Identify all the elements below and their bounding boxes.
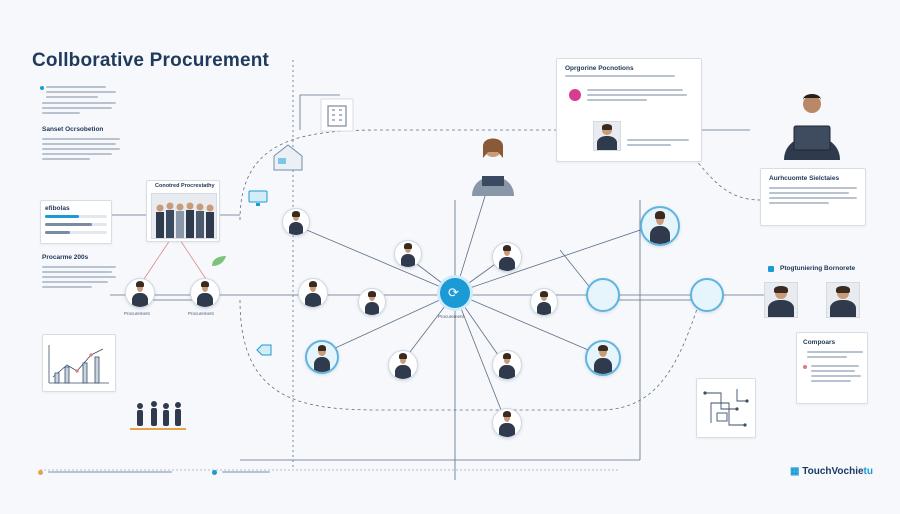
- person-node-11[interactable]: [492, 408, 522, 438]
- right-person-photo-a: [764, 282, 798, 318]
- wire-hub-9: [454, 224, 656, 294]
- page-title: Collborative Procurement: [32, 50, 270, 71]
- wire-hub-10: [454, 292, 506, 421]
- progress-card: efibolas: [40, 200, 112, 244]
- wire-hub-8: [294, 224, 456, 294]
- team-card-title: Conotred Procrestathy: [155, 183, 215, 189]
- square-bullet-icon: [768, 266, 774, 272]
- person-node-2[interactable]: [298, 278, 328, 308]
- speaker-photo: [468, 134, 518, 196]
- right-card-3-list: [811, 365, 861, 385]
- section-title-2: Procarme 200s: [42, 254, 89, 261]
- connector-node-a[interactable]: [586, 278, 620, 312]
- wire-accent-1: [139, 239, 171, 286]
- person-node-1[interactable]: [282, 208, 310, 236]
- member-photo: [593, 121, 621, 151]
- section-paragraph-2: [42, 266, 116, 291]
- house-icon: [273, 144, 303, 171]
- wire-hub-5: [319, 292, 456, 356]
- brand-logo: ▦ TouchVochietu: [790, 466, 873, 477]
- wire-accent-2: [179, 239, 211, 286]
- legend-text-1: [48, 471, 172, 476]
- right-card-3-title: Compoars: [803, 339, 836, 346]
- monitor-icon: [248, 190, 268, 206]
- person-node-4[interactable]: [394, 240, 422, 268]
- bullet-icon: [40, 86, 44, 90]
- progress-title: efibolas: [45, 205, 70, 212]
- presenter-photo: [778, 88, 846, 160]
- chart-card: [42, 334, 116, 392]
- member-text: [627, 139, 693, 149]
- wire-outer-loop: [239, 299, 701, 411]
- leaf-icon: [212, 256, 226, 266]
- person-node-left-b[interactable]: [190, 278, 220, 308]
- wire-right-2: [559, 249, 700, 301]
- progress-bar-2: [45, 223, 107, 226]
- right-card-3: Compoars: [796, 332, 868, 404]
- right-card-2-title: Ptogtuniering Bornorete: [780, 265, 856, 272]
- node-label-left-b: Procurement: [188, 311, 214, 316]
- intro-paragraph: [42, 102, 116, 117]
- announcement-detail: [587, 89, 687, 104]
- tag-icon: [256, 344, 272, 356]
- intro-text: [46, 86, 118, 101]
- progress-bar-1: [45, 215, 107, 218]
- wire-upper-arc: [239, 129, 761, 221]
- right-person-photo-b: [826, 282, 860, 318]
- person-node-3[interactable]: [358, 288, 386, 316]
- person-node-5[interactable]: [492, 242, 522, 272]
- section-title: Sanset Ocrsobetion: [42, 126, 104, 133]
- circuit-card: [696, 378, 756, 438]
- wire-hub-6: [454, 292, 601, 356]
- building-icon: [320, 98, 354, 132]
- person-node-9[interactable]: [492, 350, 522, 380]
- legend-dot-orange: [38, 470, 43, 475]
- pen-icon: [569, 89, 581, 101]
- announcement-text: [565, 75, 691, 80]
- right-card-3-text: [807, 351, 863, 361]
- legend-dot-blue: [212, 470, 217, 475]
- brand-suffix: Vochie: [831, 466, 864, 477]
- connector-node-b[interactable]: [690, 278, 724, 312]
- person-node-6[interactable]: [530, 288, 558, 316]
- person-node-left-a[interactable]: [125, 278, 155, 308]
- circuit-icon: [703, 389, 749, 427]
- sync-icon: ⟳: [448, 285, 459, 300]
- legend-text-2: [222, 471, 270, 476]
- brand-prefix: Touch: [802, 466, 832, 477]
- announcement-card: Oprgorine Pocnotions: [556, 58, 702, 162]
- team-photo: [151, 193, 217, 239]
- person-node-8[interactable]: [388, 350, 418, 380]
- section-paragraph: [42, 138, 120, 163]
- progress-bar-3: [45, 231, 107, 234]
- wire-hub-7: [454, 179, 491, 294]
- brand-logo-icon: ▦: [790, 466, 800, 477]
- node-label-left-a: Procurement: [124, 311, 150, 316]
- right-card-1-title: Aurhcuomte Sielctaies: [769, 175, 840, 182]
- team-card: Conotred Procrestathy: [146, 180, 220, 242]
- handshake-icon: [130, 401, 186, 430]
- hub-label: Procurement: [438, 314, 464, 319]
- person-node-10[interactable]: [585, 340, 621, 376]
- person-node-7[interactable]: [305, 340, 339, 374]
- right-card-1-text: [769, 187, 857, 207]
- central-hub[interactable]: ⟳: [440, 278, 470, 308]
- alert-icon: [803, 365, 807, 369]
- brand-accent: tu: [863, 466, 873, 477]
- chart-icon: [48, 345, 109, 384]
- announcement-title: Oprgorine Pocnotions: [565, 65, 634, 72]
- right-card-1: Aurhcuomte Sielctaies: [760, 168, 866, 226]
- person-node-12[interactable]: [640, 206, 680, 246]
- wire-top: [299, 94, 340, 130]
